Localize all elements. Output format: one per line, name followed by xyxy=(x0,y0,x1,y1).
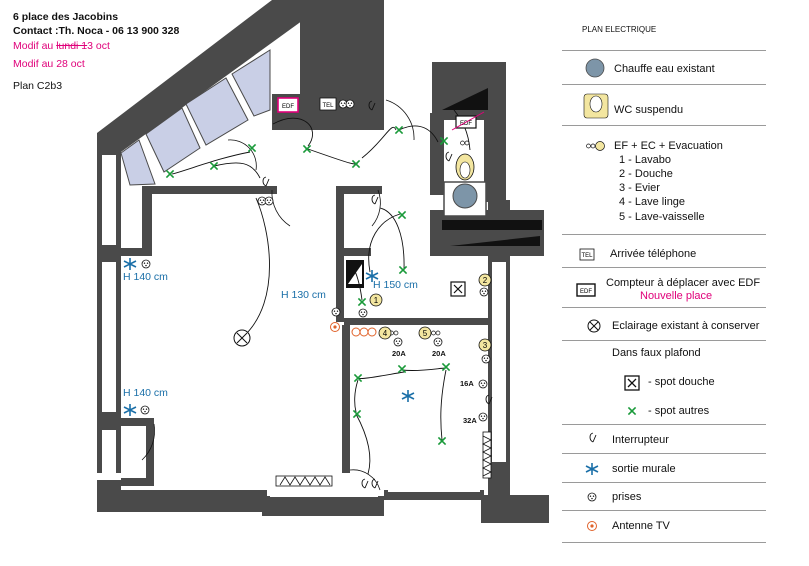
fixture-number: 3 xyxy=(483,341,488,350)
edf-badge: EDF xyxy=(282,104,294,110)
legend-divider xyxy=(562,542,766,543)
legend-divider xyxy=(562,307,766,308)
tel-badge: TEL xyxy=(322,103,334,109)
legend-label-water-heater: Chauffe eau existant xyxy=(614,63,715,75)
legend-label-shower-spot: - spot douche xyxy=(648,376,715,388)
height-label: H 150 cm xyxy=(373,279,418,291)
circuit-label: 20A xyxy=(432,349,446,358)
legend-label-wc: WC suspendu xyxy=(614,104,684,116)
legend-divider xyxy=(562,482,766,483)
modification-1: Modif au lundi 13 oct xyxy=(13,40,110,53)
legend-label-existing-light: Eclairage existant à conserver xyxy=(612,320,760,332)
legend-sub-1: 1 - Lavabo xyxy=(619,154,671,166)
modification-2: Modif au 28 oct xyxy=(13,58,85,70)
legend-sub-4: 4 - Lave linge xyxy=(619,196,686,208)
height-label: H 130 cm xyxy=(281,289,326,301)
legend-label-wall-outlet: sortie murale xyxy=(612,463,676,475)
legend-divider xyxy=(562,50,766,51)
legend-sub-2: 2 - Douche xyxy=(619,168,673,180)
legend-edf-badge: EDF xyxy=(580,289,592,295)
fixture-number: 2 xyxy=(483,276,488,285)
height-label: H 140 cm xyxy=(123,271,168,283)
circuit-label: 20A xyxy=(392,349,406,358)
legend-label-telephone: Arrivée téléphone xyxy=(610,248,697,260)
legend-title: PLAN ELECTRIQUE xyxy=(582,25,657,34)
legend-label-new-place: Nouvelle place xyxy=(640,290,713,302)
legend-divider xyxy=(562,340,766,341)
legend-label-false-ceiling: Dans faux plafond xyxy=(612,347,701,359)
address: 6 place des Jacobins xyxy=(13,11,119,23)
legend-divider xyxy=(562,267,766,268)
legend-sub-3: 3 - Evier xyxy=(619,182,660,194)
legend-divider xyxy=(562,453,766,454)
legend-label-switch: Interrupteur xyxy=(612,434,669,446)
fixture-number: 5 xyxy=(423,329,428,338)
legend-divider xyxy=(562,125,766,126)
legend-divider xyxy=(562,84,766,85)
height-label: H 140 cm xyxy=(123,387,168,399)
legend-label-sockets: prises xyxy=(612,491,642,503)
legend-divider xyxy=(562,424,766,425)
legend-label-spot: - spot autres xyxy=(648,405,710,417)
legend-divider xyxy=(562,234,766,235)
legend-tel-badge: TEL xyxy=(581,253,593,259)
legend-sub-5: 5 - Lave-vaisselle xyxy=(619,211,705,223)
plan-name: Plan C2b3 xyxy=(13,80,63,92)
fixture-number: 4 xyxy=(383,329,388,338)
legend-label-edf-meter: Compteur à déplacer avec EDF xyxy=(606,277,761,289)
fixture-number: 1 xyxy=(374,296,379,305)
contact: Contact :Th. Noca - 06 13 900 328 xyxy=(13,25,180,37)
circuit-label: 16A xyxy=(460,379,474,388)
modification-1-suffix: 3 oct xyxy=(87,40,110,52)
legend-label-tv-antenna: Antenne TV xyxy=(612,520,670,532)
legend-divider xyxy=(562,510,766,511)
modification-1-struck: lundi 1 xyxy=(56,40,88,52)
modification-1-prefix: Modif au xyxy=(13,40,57,52)
circuit-label: 32A xyxy=(463,416,477,425)
edf-old-badge: EDF xyxy=(460,121,472,127)
legend-label-plumbing: EF + EC + Evacuation xyxy=(614,140,723,152)
